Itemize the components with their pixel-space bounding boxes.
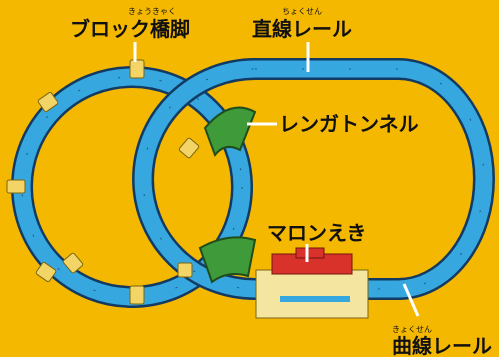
right-oval-track xyxy=(132,58,495,300)
block-pier-label: ブロック橋脚 xyxy=(70,17,190,41)
straight-rail-ruby: ちょくせん xyxy=(282,7,322,16)
curve-rail-ruby: きょくせん xyxy=(392,325,432,334)
station-icon xyxy=(255,247,369,319)
block-pier-icon xyxy=(6,59,200,305)
label-leaders xyxy=(133,42,420,317)
brick-tunnel-icon xyxy=(198,106,257,284)
block-pier-ruby: きょうきゃく xyxy=(128,7,176,16)
maron-station-label: マロンえき xyxy=(267,221,367,245)
brick-tunnel-label: レンガトンネル xyxy=(279,112,419,136)
curve-rail-label: 曲線レール xyxy=(392,334,492,357)
straight-rail-label: 直線レール xyxy=(252,17,352,41)
